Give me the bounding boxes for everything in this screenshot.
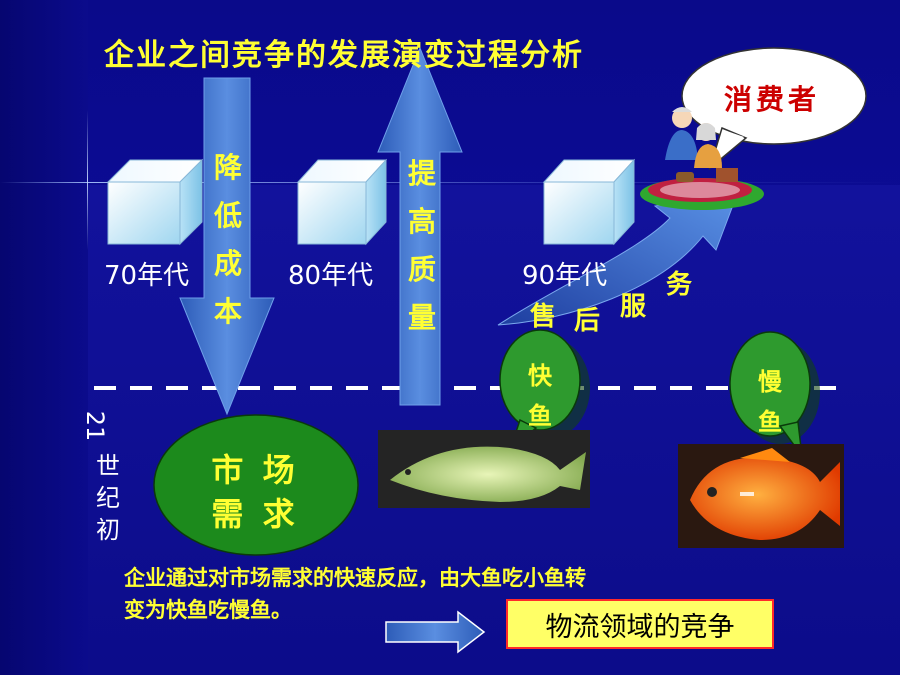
slow-fish-char: 慢 (758, 368, 782, 396)
slow-fish-label: 慢 鱼 (750, 362, 790, 442)
slow-fish-char: 鱼 (758, 408, 782, 436)
up-arrow (377, 46, 463, 406)
service-char-2: 后 (574, 306, 601, 336)
slow-fish-image (678, 444, 844, 548)
slow-fish-bubble (729, 331, 820, 459)
market-demand-text: 市 场 需 求 (170, 448, 340, 536)
background-left-band (0, 0, 88, 675)
cube-70s (106, 158, 204, 246)
century-char: 世 (96, 452, 120, 480)
logistics-competition-box: 物流领域的竞争 (506, 599, 774, 649)
reduce-cost-char: 本 (213, 295, 242, 328)
improve-quality-char: 量 (407, 301, 436, 334)
reduce-cost-text: 降 低 成 本 (210, 144, 246, 336)
decorative-horizontal-line (0, 182, 900, 183)
consumer-label: 消费者 (724, 83, 821, 116)
early-21st-century-label: 21 世 纪 初 (70, 410, 130, 562)
improve-quality-char: 提 (407, 157, 436, 190)
market-demand-circle (153, 414, 359, 556)
conclusion-text: 企业通过对市场需求的快速反应，由大鱼吃小鱼转 变为快鱼吃慢鱼。 (124, 562, 804, 626)
improve-quality-char: 质 (407, 253, 436, 286)
century-char: 初 (96, 516, 120, 544)
market-demand-line-2: 需 求 (211, 495, 299, 533)
improve-quality-text: 提 高 质 量 (404, 150, 440, 342)
down-arrow (179, 77, 275, 416)
reduce-cost-char: 成 (213, 247, 242, 280)
century-char: 纪 (96, 484, 120, 512)
decorative-vertical-line (87, 110, 88, 250)
decade-label-90s: 90年代 (522, 261, 608, 291)
slide-title: 企业之间竞争的发展演变过程分析 (104, 38, 584, 73)
improve-quality-char: 高 (407, 205, 436, 238)
decade-label-70s: 70年代 (104, 261, 190, 291)
result-arrow (385, 610, 486, 654)
cube-90s (542, 158, 636, 246)
fast-fish-char: 鱼 (528, 402, 552, 430)
reduce-cost-char: 低 (213, 199, 242, 232)
century-number: 21 (81, 410, 109, 442)
fast-fish-char: 快 (528, 362, 552, 390)
service-char-4: 务 (666, 270, 693, 300)
conclusion-line-1: 企业通过对市场需求的快速反应，由大鱼吃小鱼转 (124, 566, 586, 590)
cube-80s (296, 158, 388, 246)
reduce-cost-char: 降 (213, 151, 242, 184)
fast-fish-label: 快 鱼 (520, 356, 560, 436)
fast-fish-bubble (499, 329, 590, 453)
consumers-picnic-illustration (640, 107, 764, 210)
service-char-3: 服 (620, 292, 647, 322)
market-demand-line-1: 市 场 (211, 451, 299, 489)
decade-label-80s: 80年代 (288, 261, 374, 291)
fast-fish-image (378, 430, 590, 508)
curved-service-arrow (497, 191, 739, 326)
conclusion-line-2: 变为快鱼吃慢鱼。 (124, 598, 292, 622)
service-char-1: 售 (530, 302, 557, 332)
